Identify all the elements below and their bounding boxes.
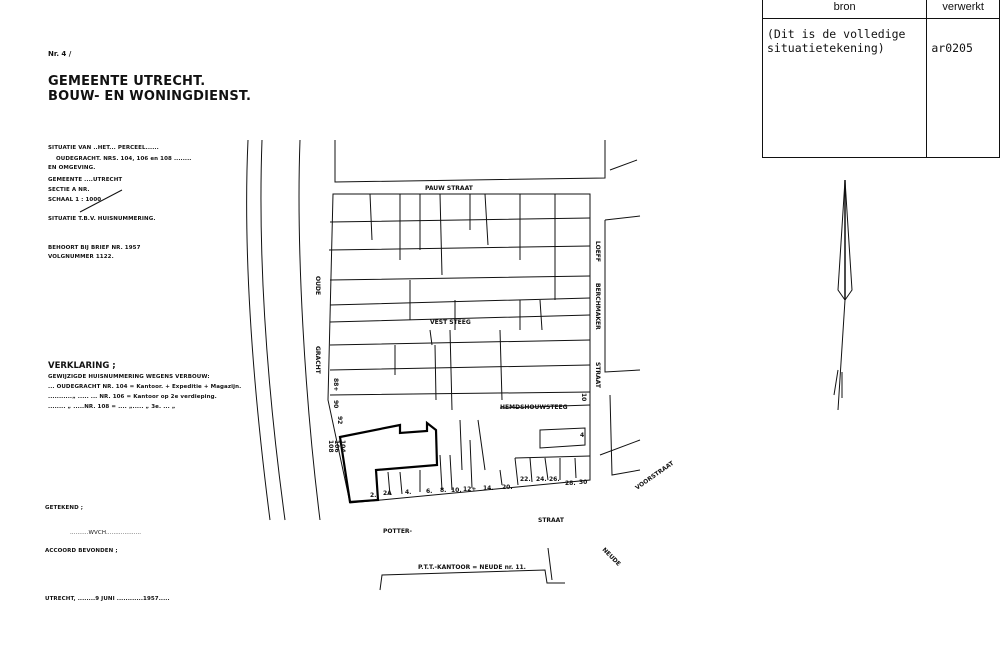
house-number: 28. [565, 480, 576, 487]
parcel-lines-vertical [369, 193, 556, 411]
gemeente-field: GEMEENTE ....UTRECHT [48, 177, 123, 183]
house-number: 22. [520, 476, 531, 483]
volgnummer: VOLGNUMMER 1122. [48, 254, 114, 260]
house-number: 2A [383, 490, 392, 497]
gracht-number: 106 [333, 440, 340, 453]
getekend-label: GETEKEND ; [45, 505, 84, 511]
house-number: 10. [451, 487, 462, 494]
map-linework [246, 139, 641, 591]
gracht-number: 92 [336, 416, 343, 424]
label-hemdshouwsteeg: HEMDSHOUWSTEEG [500, 404, 568, 411]
bron-line2: situatietekening) [767, 41, 885, 55]
municipality-title: GEMEENTE UTRECHT. [48, 74, 206, 89]
verklaring-line1: GEWIJZIGDE HUISNUMMERING WEGENS VERBOUW: [48, 374, 210, 380]
other-number: 10 [580, 393, 587, 401]
accoord-label: ACCOORD BEVONDEN ; [45, 548, 118, 554]
canal-edge-left [246, 139, 271, 521]
label-berchmaker: BERCHMAKER [594, 283, 601, 330]
label-straat-south: STRAAT [538, 517, 565, 524]
col-header-verwerkt: verwerkt [926, 0, 1000, 19]
neude-edge [547, 547, 553, 581]
gracht-number: 108 [327, 440, 334, 453]
sectie-field: SECTIE A NR. [48, 187, 90, 193]
label-straat-east: STRAAT [594, 362, 601, 389]
verklaring-line4: ........ „ .....NR. 108 = .... „..... „ … [48, 404, 176, 410]
behoort-bij-brief: BEHOORT BIJ BRIEF NR. 1957 [48, 245, 141, 251]
canal-edge-mid [260, 139, 286, 521]
house-number: 14. [483, 485, 494, 492]
col-header-bron: bron [761, 0, 928, 19]
situatie-line3: EN OMGEVING. [48, 165, 96, 171]
main-block-outline [327, 193, 591, 504]
house-number: 2. [370, 492, 376, 499]
schaal-field: SCHAAL 1 : 1000 [48, 197, 102, 203]
gracht-number: 104 [339, 440, 346, 453]
bron-line1: (Dit is de volledige [767, 27, 906, 41]
canal-quay [298, 139, 321, 521]
gracht-number: 88+ [332, 378, 339, 391]
verklaring-line2: ... OUDEGRACHT NR. 104 = Kantoor. + Expe… [48, 384, 242, 390]
getekend-value: ..........WVCH................... [70, 530, 142, 536]
east-block-2 [609, 394, 641, 476]
department-title: BOUW- EN WONINGDIENST. [48, 89, 252, 104]
parcel-lines-south [387, 419, 591, 496]
label-voorstraat: VOORSTRAAT [634, 459, 676, 491]
situatie-line2: OUDEGRACHT. NRS. 104, 106 en 108 .......… [56, 156, 192, 162]
north-arrow-icon [833, 179, 853, 411]
east-block [604, 220, 641, 373]
situatie-purpose: SITUATIE T.B.V. HUISNUMMERING. [48, 216, 156, 222]
house-number: 4. [405, 489, 411, 496]
bron-cell: (Dit is de volledige situatietekening) [761, 18, 928, 158]
scale-slash [79, 189, 123, 213]
archive-table: bron verwerkt (Dit is de volledige situa… [761, 0, 1000, 158]
label-neude: NEUDE [601, 546, 622, 567]
label-vest-steeg: VEST STEEG [430, 319, 471, 326]
label-ptt-kantoor: P.T.T.-KANTOOR = NEUDE nr. 11. [418, 564, 526, 571]
house-number: 24. [536, 476, 547, 483]
parcel-lines-horizontal [328, 217, 591, 409]
situatie-line1: SITUATIE VAN ..HET... PERCEEL...... [48, 145, 159, 151]
other-number: 4 [580, 432, 584, 439]
house-number: 8. [440, 487, 446, 494]
label-pauw-straat: PAUW STRAAT [425, 185, 474, 192]
verklaring-line3: ...........„ ..... ... NR. 106 = Kantoor… [48, 394, 217, 400]
parcel-box [539, 427, 586, 449]
place-date: UTRECHT, ........9 JUNI ............1957… [45, 596, 170, 602]
perceel-outline [338, 420, 439, 504]
document-number: Nr. 4 / [48, 50, 72, 58]
voorstraat-edge [599, 439, 641, 456]
house-number: 12+ [463, 486, 476, 493]
label-oude: OUDE [314, 276, 321, 295]
house-number: 30 [579, 479, 587, 486]
label-gracht: GRACHT [314, 346, 321, 375]
verwerkt-cell: ar0205 [926, 18, 1000, 158]
north-block [334, 140, 606, 183]
house-number: 6. [426, 488, 432, 495]
east-block-line [604, 215, 641, 221]
ptt-building-outline [379, 569, 565, 591]
ne-block [609, 159, 638, 171]
gracht-number: 90 [332, 400, 339, 408]
label-potter: POTTER- [383, 528, 413, 535]
verklaring-title: VERKLARING ; [48, 361, 116, 371]
house-number: 26. [549, 476, 560, 483]
label-loeff: LOEFF [594, 241, 601, 262]
house-number: 20. [502, 484, 513, 491]
